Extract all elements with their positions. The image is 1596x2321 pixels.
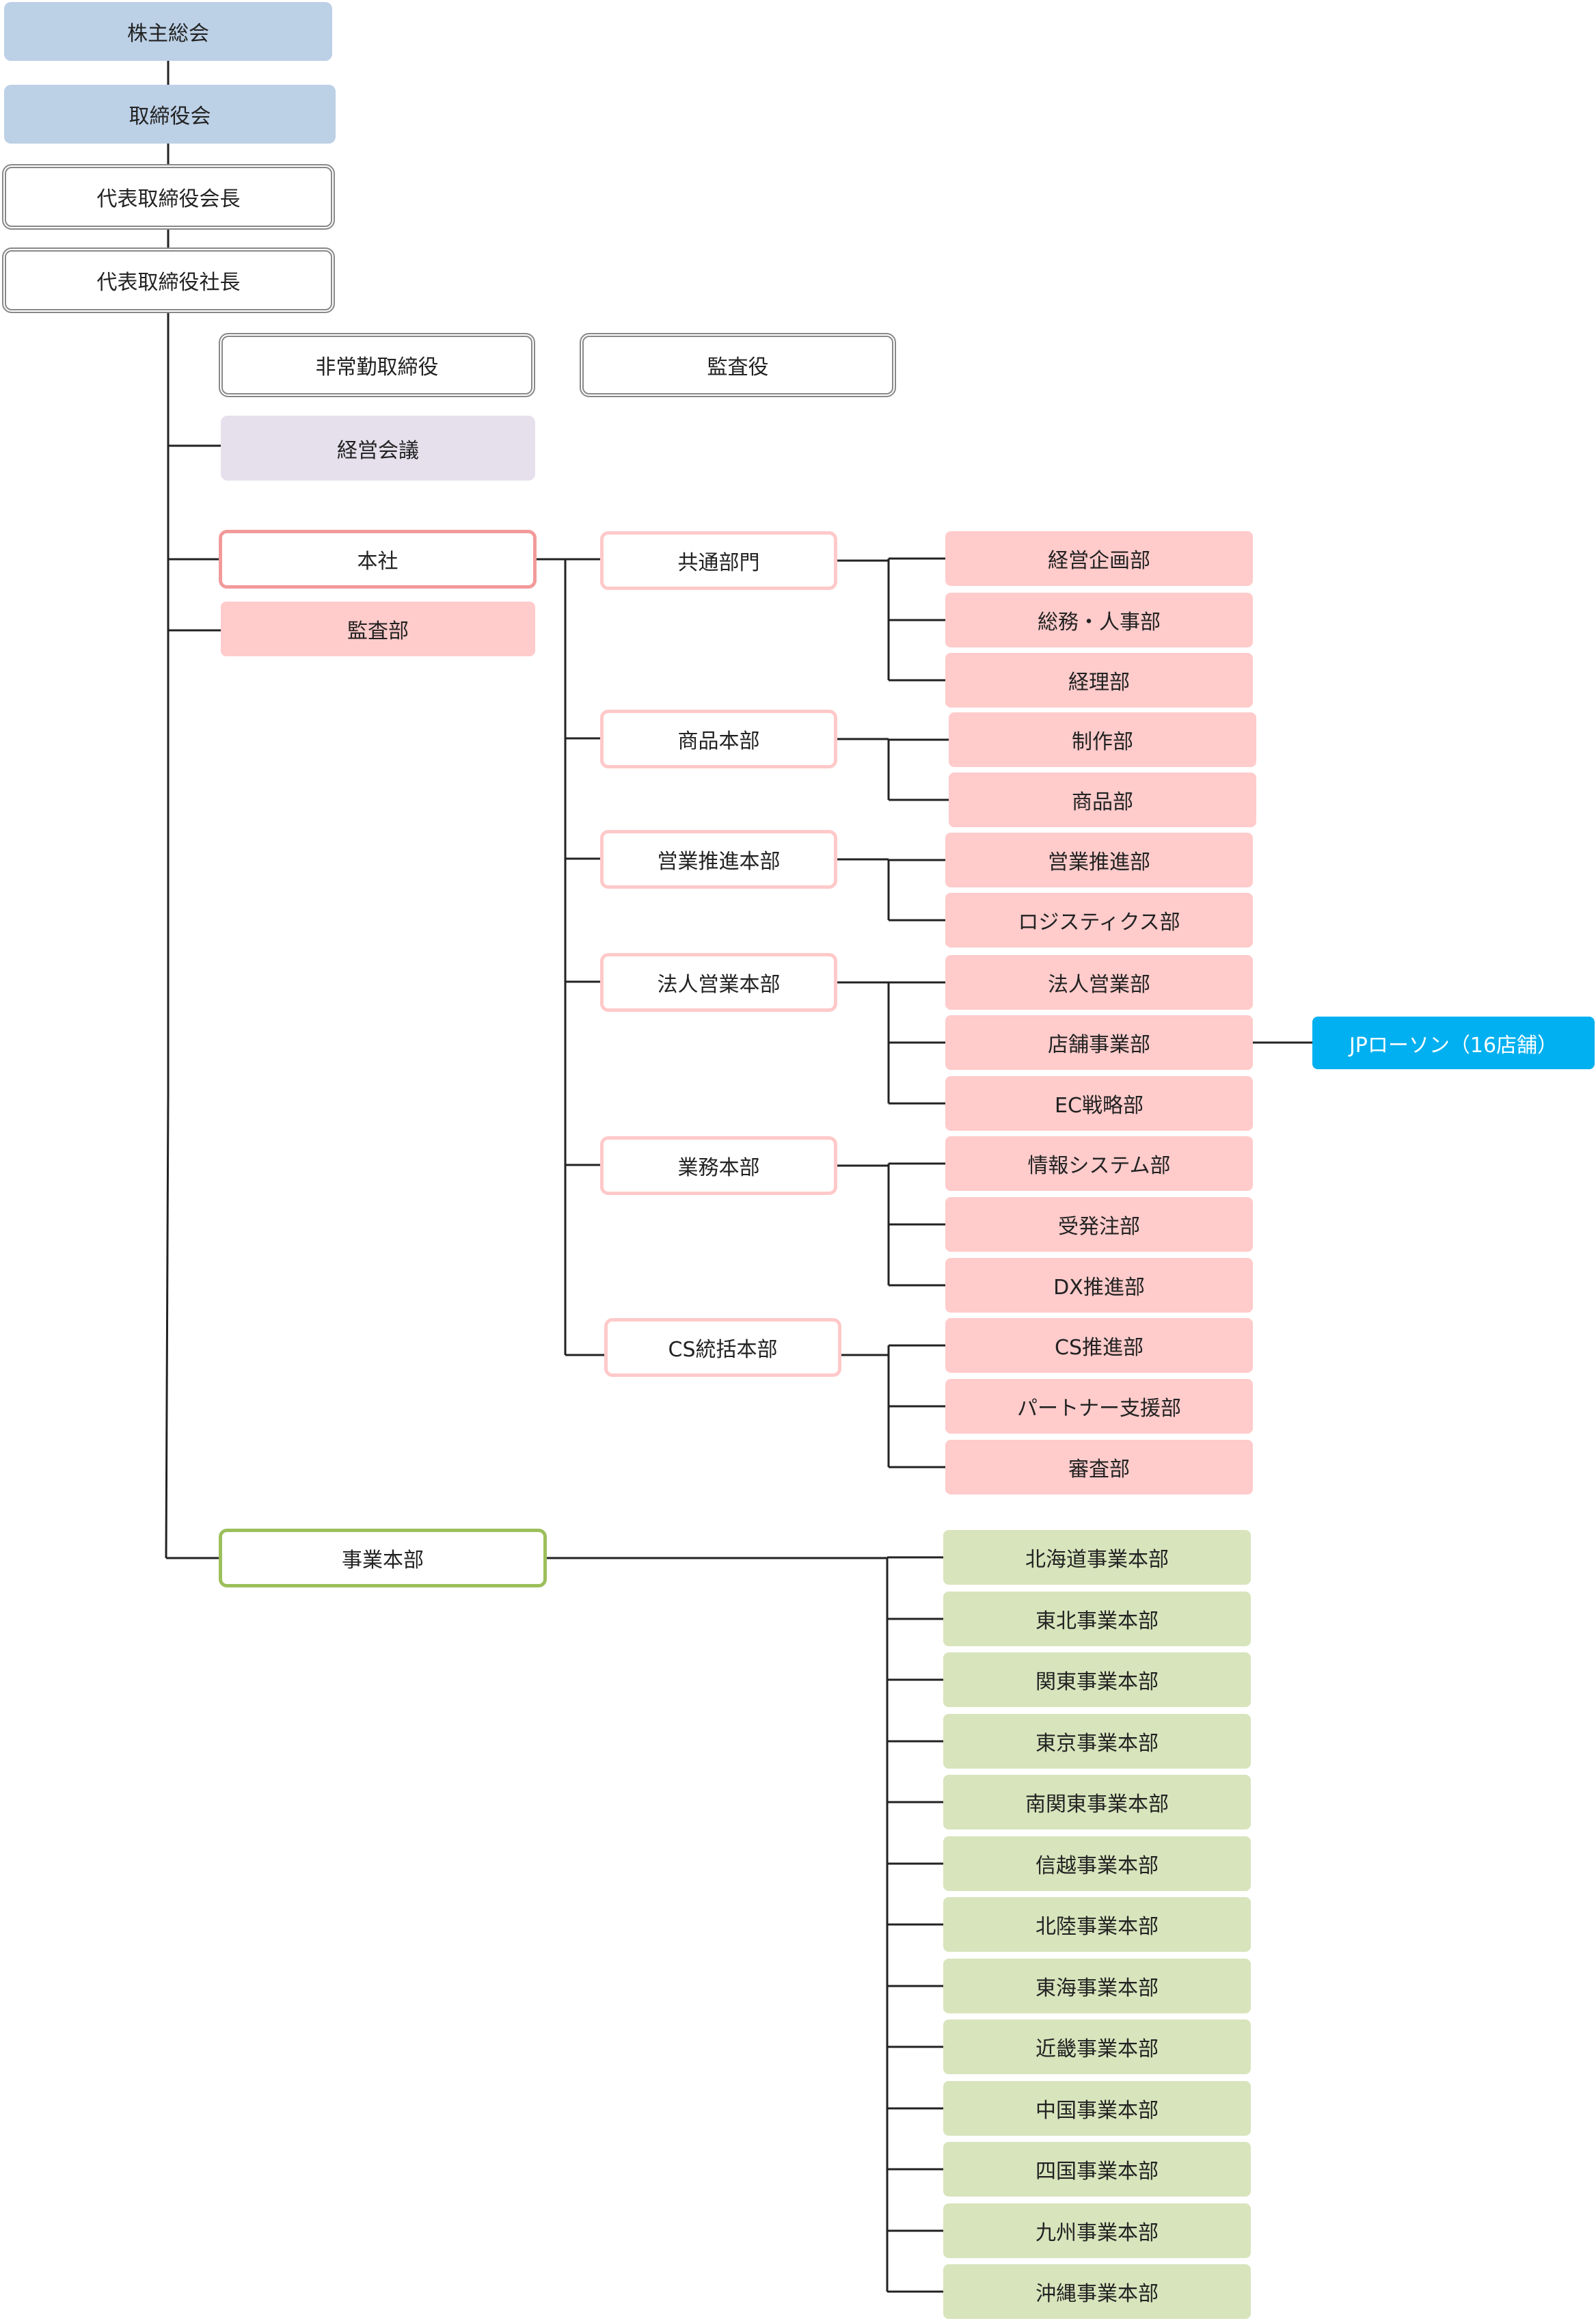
regional-division-box[interactable]: 東海事業本部: [943, 1959, 1251, 2013]
regional-division-box[interactable]: 南関東事業本部: [943, 1775, 1251, 1829]
audit-department-box[interactable]: 監査部: [221, 602, 535, 656]
management-meeting-box[interactable]: 経営会議: [221, 416, 535, 481]
jp-lawson-box[interactable]: JPローソン（16店舗）: [1312, 1017, 1595, 1069]
department-box[interactable]: 審査部: [945, 1440, 1253, 1494]
department-box[interactable]: 営業推進部: [945, 833, 1253, 887]
auditor-box[interactable]: 監査役: [580, 333, 896, 397]
hq-group-box[interactable]: CS統括本部: [604, 1318, 841, 1377]
headquarters-box[interactable]: 本社: [219, 530, 537, 589]
department-box[interactable]: 制作部: [949, 712, 1256, 767]
board-of-directors-box[interactable]: 取締役会: [4, 85, 336, 144]
chairman-box[interactable]: 代表取締役会長: [2, 164, 335, 230]
regional-division-box[interactable]: 九州事業本部: [943, 2203, 1251, 2258]
regional-division-box[interactable]: 沖縄事業本部: [943, 2264, 1251, 2319]
regional-division-box[interactable]: 近畿事業本部: [943, 2020, 1251, 2074]
outside-director-box[interactable]: 非常勤取締役: [219, 333, 535, 397]
regional-division-box[interactable]: 中国事業本部: [943, 2081, 1251, 2136]
hq-group-box[interactable]: 商品本部: [600, 710, 837, 768]
president-box[interactable]: 代表取締役社長: [2, 247, 335, 313]
connector-line: [165, 1093, 170, 1559]
department-box[interactable]: ロジスティクス部: [945, 893, 1253, 948]
department-box[interactable]: 経理部: [945, 653, 1253, 708]
department-box[interactable]: 総務・人事部: [945, 593, 1253, 647]
regional-division-box[interactable]: 関東事業本部: [943, 1652, 1251, 1707]
regional-division-box[interactable]: 北海道事業本部: [943, 1530, 1251, 1585]
department-box[interactable]: 店舗事業部: [945, 1015, 1253, 1070]
regional-division-box[interactable]: 四国事業本部: [943, 2142, 1251, 2197]
regional-division-box[interactable]: 東京事業本部: [943, 1714, 1251, 1769]
regional-division-box[interactable]: 北陸事業本部: [943, 1897, 1251, 1952]
regional-division-box[interactable]: 東北事業本部: [943, 1592, 1251, 1646]
department-box[interactable]: 情報システム部: [945, 1136, 1253, 1191]
department-box[interactable]: DX推進部: [945, 1258, 1253, 1313]
hq-group-box[interactable]: 業務本部: [600, 1136, 837, 1195]
shareholders-meeting-box[interactable]: 株主総会: [4, 2, 332, 61]
department-box[interactable]: 商品部: [949, 773, 1256, 827]
hq-group-box[interactable]: 営業推進本部: [600, 830, 837, 889]
business-division-box[interactable]: 事業本部: [219, 1529, 547, 1587]
regional-division-box[interactable]: 信越事業本部: [943, 1836, 1251, 1891]
department-box[interactable]: 法人営業部: [945, 955, 1253, 1010]
hq-group-box[interactable]: 法人営業本部: [600, 953, 837, 1012]
department-box[interactable]: CS推進部: [945, 1318, 1253, 1373]
department-box[interactable]: EC戦略部: [945, 1076, 1253, 1131]
department-box[interactable]: パートナー支援部: [945, 1379, 1253, 1434]
department-box[interactable]: 経営企画部: [945, 531, 1253, 586]
department-box[interactable]: 受発注部: [945, 1197, 1253, 1252]
hq-group-box[interactable]: 共通部門: [600, 531, 837, 590]
